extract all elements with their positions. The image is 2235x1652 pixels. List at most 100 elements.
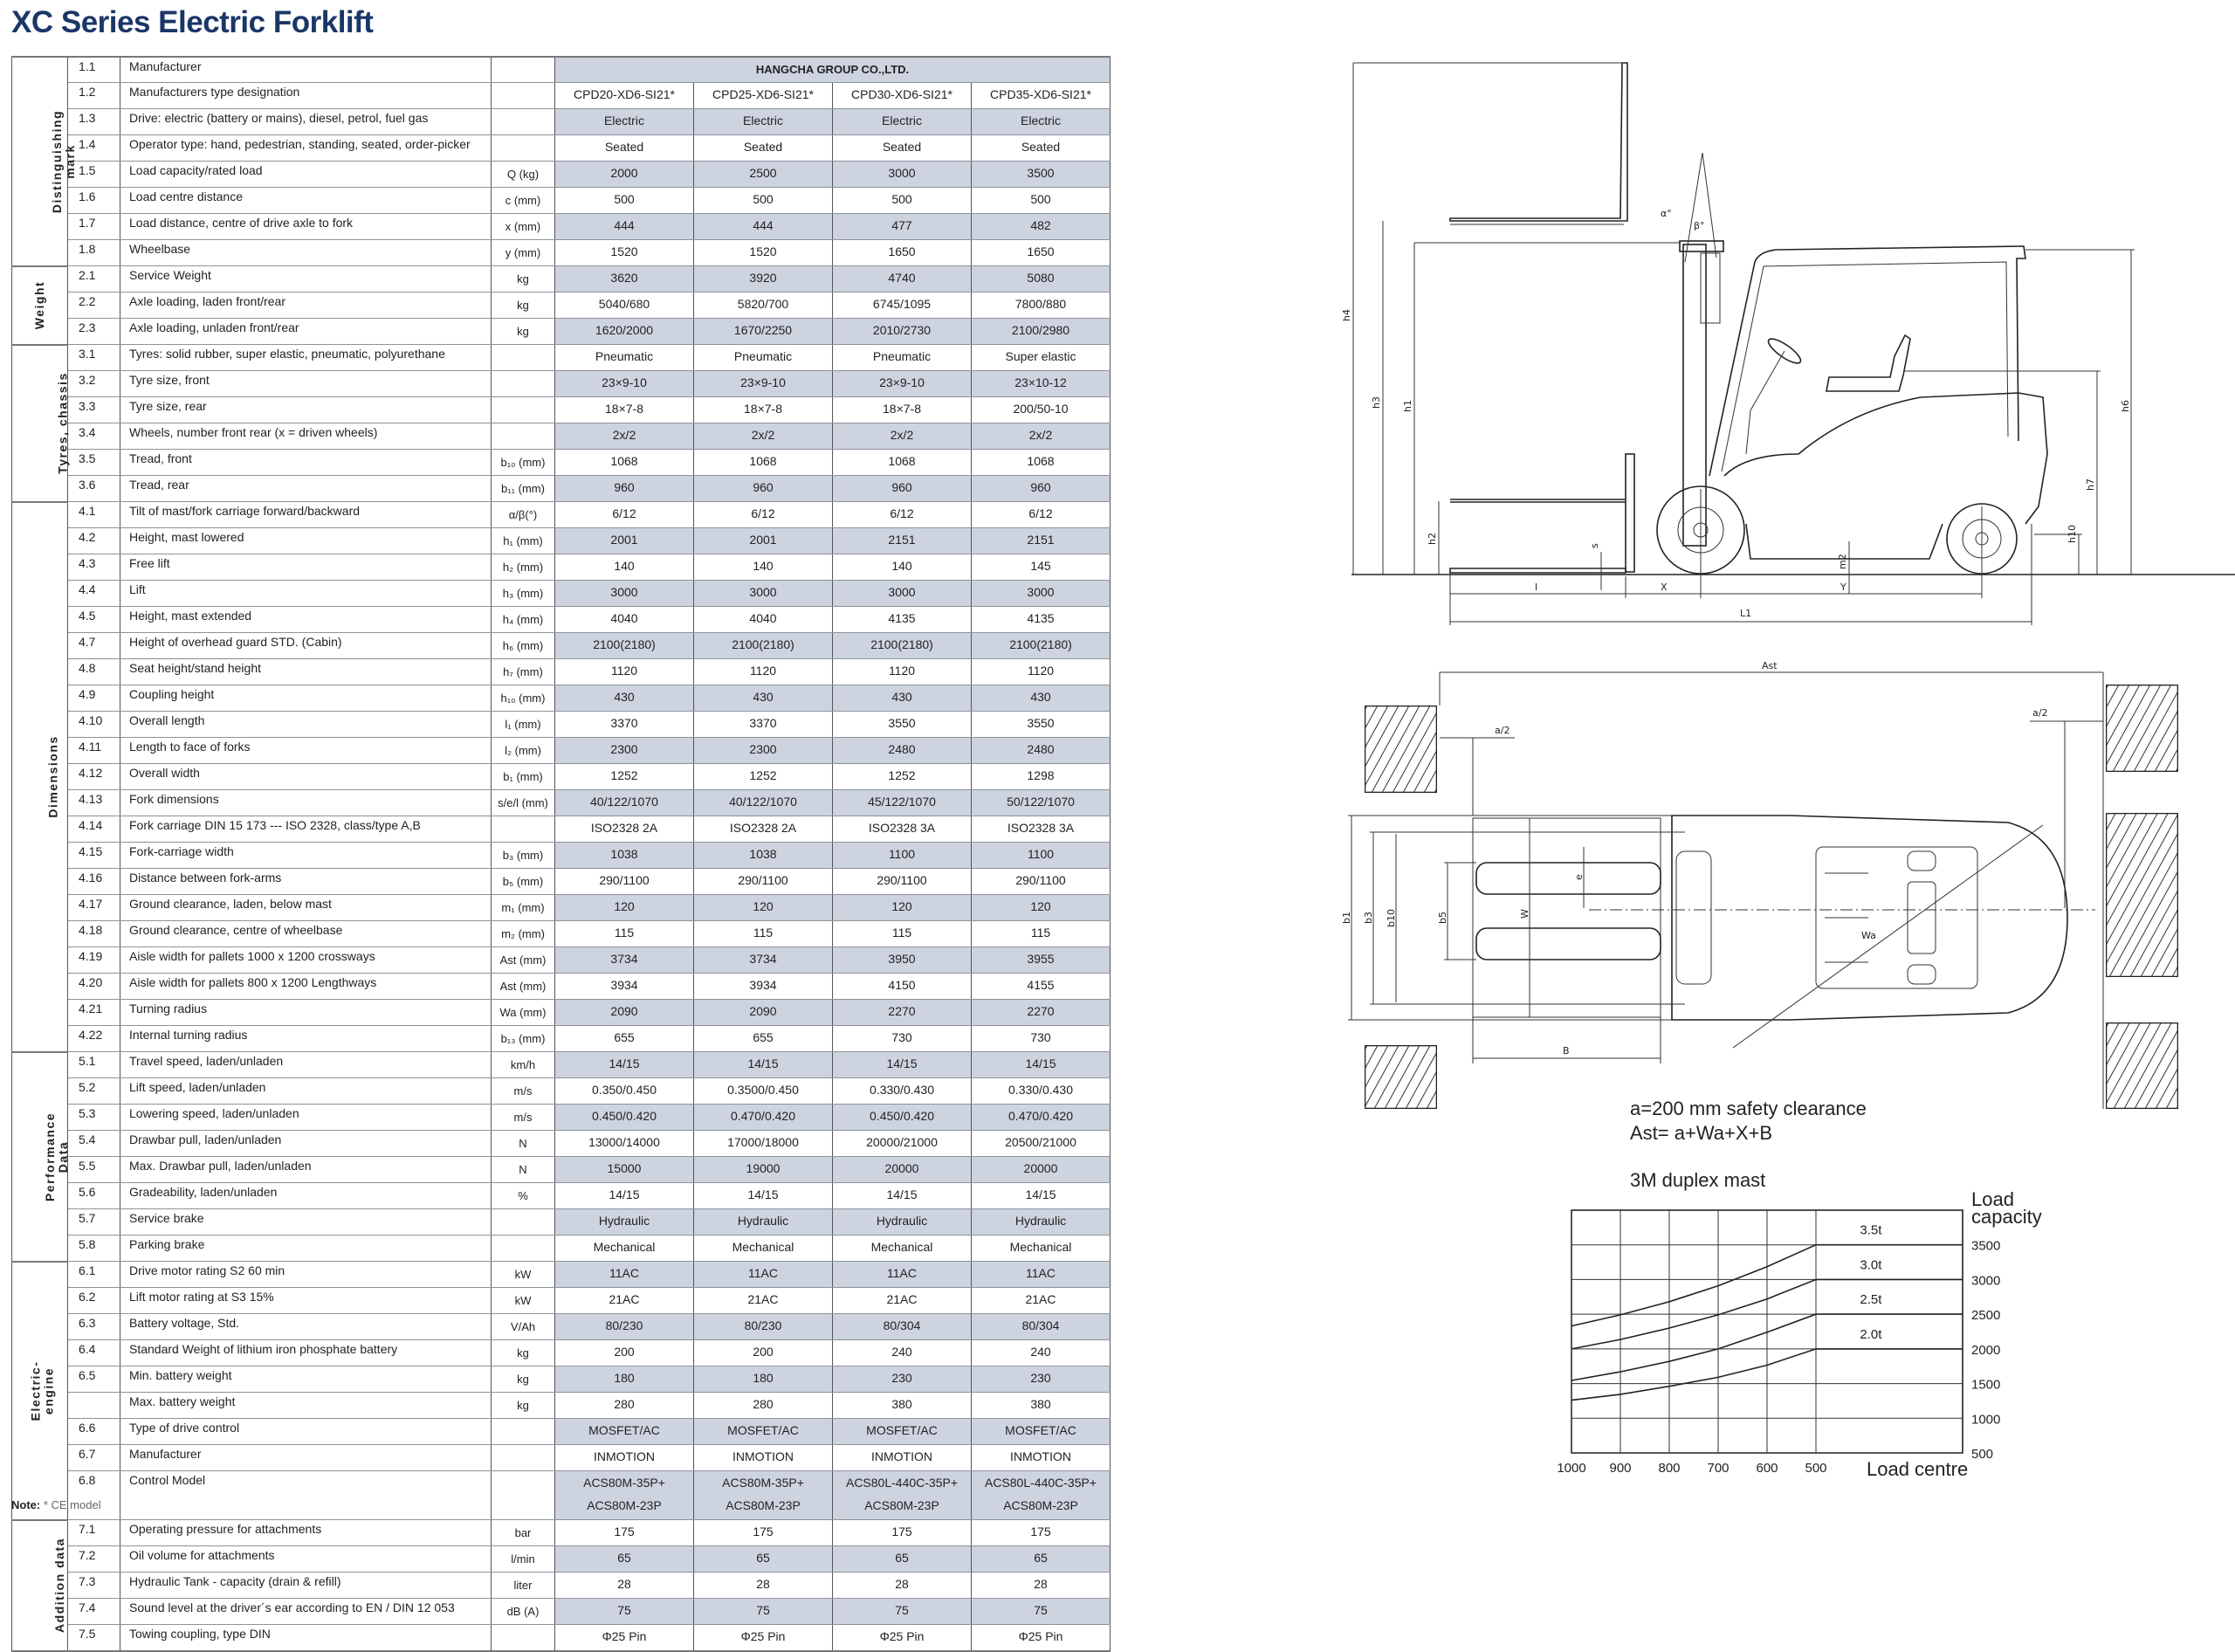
- s-label: s: [1589, 543, 1600, 548]
- spec-value: 175: [555, 1520, 694, 1546]
- x-tick-label: 500: [1805, 1461, 1826, 1476]
- hatched-rack: [2019, 1022, 2235, 1109]
- section-label-cell: Addition data: [12, 1520, 68, 1652]
- spec-value: 65: [972, 1546, 1111, 1573]
- spec-value: Φ25 Pin: [972, 1625, 1111, 1652]
- technical-drawings: α° β° h4 h3 h1 h2 s h6 h7: [0, 0, 2235, 1517]
- fork-right: [1476, 928, 1661, 960]
- y-tick-label: 3000: [1971, 1273, 2000, 1288]
- hatched-rack: [1301, 1045, 1535, 1109]
- row-unit: l/min: [492, 1546, 555, 1573]
- row-description: Operating pressure for attachments: [120, 1520, 492, 1546]
- hatched-rack: [1277, 706, 1566, 793]
- h3-label: h3: [1371, 396, 1382, 409]
- lowered-fork: [1450, 568, 1626, 573]
- ast-label: Ast: [1762, 660, 1778, 671]
- row-number: 7.2: [68, 1546, 120, 1573]
- turning-radius-line: [1733, 825, 2043, 1048]
- spec-value: 28: [972, 1573, 1111, 1599]
- truck-body-top: [1672, 816, 2067, 1020]
- side-view-drawing: α° β° h4 h3 h1 h2 s h6 h7: [1341, 63, 2235, 625]
- series-label: 2.5t: [1860, 1292, 1882, 1307]
- x-tick-label: 700: [1707, 1461, 1729, 1476]
- spec-value: 28: [694, 1573, 833, 1599]
- row-number: 7.5: [68, 1625, 120, 1652]
- safety-clearance-text: a=200 mm safety clearance: [1630, 1098, 1867, 1119]
- y-label: Y: [1840, 582, 1846, 593]
- b1-label: b1: [1341, 912, 1352, 924]
- hatched-rack: [2018, 685, 2235, 772]
- b3-label: b3: [1363, 912, 1374, 924]
- x-tick-label: 1000: [1557, 1461, 1585, 1476]
- x-tick-label: 900: [1609, 1461, 1631, 1476]
- y-tick-label: 1500: [1971, 1378, 2000, 1393]
- row-unit: liter: [492, 1573, 555, 1599]
- row-description: Oil volume for attachments: [120, 1546, 492, 1573]
- chart-title: 3M duplex mast: [1630, 1169, 1765, 1191]
- spec-value: 75: [833, 1599, 972, 1625]
- row-unit: dB (A): [492, 1599, 555, 1625]
- seat: [1826, 335, 1910, 391]
- a2-left-label: a/2: [1495, 725, 1509, 736]
- spec-value: 75: [694, 1599, 833, 1625]
- spec-value: 28: [833, 1573, 972, 1599]
- hatched-rack: [1942, 813, 2235, 977]
- spec-value: 175: [694, 1520, 833, 1546]
- h1-label: h1: [1402, 400, 1413, 412]
- ast-formula-text: Ast= a+Wa+X+B: [1630, 1122, 1772, 1144]
- spec-value: 65: [833, 1546, 972, 1573]
- l-label: l: [1535, 582, 1537, 593]
- series-label: 2.0t: [1860, 1327, 1882, 1342]
- l1-label: L1: [1740, 608, 1751, 619]
- row-description: Hydraulic Tank - capacity (drain & refil…: [120, 1573, 492, 1599]
- spec-value: Φ25 Pin: [833, 1625, 972, 1652]
- mast: [1683, 244, 1706, 546]
- y-tick-label: 500: [1971, 1447, 1993, 1462]
- spec-value: 65: [555, 1546, 694, 1573]
- e-label: e: [1573, 874, 1585, 880]
- h10-label: h10: [2067, 525, 2078, 543]
- y-tick-label: 1000: [1971, 1412, 2000, 1427]
- x-label: X: [1661, 582, 1668, 593]
- spec-value: Φ25 Pin: [694, 1625, 833, 1652]
- wa-label: Wa: [1861, 930, 1876, 941]
- spec-value: 175: [833, 1520, 972, 1546]
- pallet-racks: [1277, 685, 2235, 1109]
- chassis: [1746, 524, 1943, 559]
- row-number: 7.3: [68, 1573, 120, 1599]
- x-axis-label: Load centre: [1867, 1458, 1968, 1480]
- spec-value: 75: [555, 1599, 694, 1625]
- row-number: 7.1: [68, 1520, 120, 1546]
- raised-fork: [1450, 63, 1627, 221]
- y-tick-label: 2000: [1971, 1343, 2000, 1358]
- x-tick-label: 600: [1756, 1461, 1778, 1476]
- h7-label: h7: [2085, 478, 2096, 491]
- alpha-label: α°: [1661, 208, 1672, 219]
- section-label: Addition data: [53, 1538, 66, 1633]
- body-outline: [1724, 393, 2047, 524]
- top-view-drawing: Ast a/2 a/2 Wa b1 b3 b10 b5 W e B: [1277, 660, 2235, 1109]
- spec-value: 175: [972, 1520, 1111, 1546]
- row-number: 7.4: [68, 1599, 120, 1625]
- y-tick-label: 2500: [1971, 1308, 2000, 1323]
- beta-label: β°: [1694, 220, 1705, 231]
- spec-value: 65: [694, 1546, 833, 1573]
- b-label: B: [1563, 1045, 1570, 1057]
- tilt-angle-lines: [1685, 153, 1716, 262]
- h2-label: h2: [1427, 533, 1438, 545]
- row-unit: [492, 1625, 555, 1652]
- spec-value: 75: [972, 1599, 1111, 1625]
- row-description: Sound level at the driver´s ear accordin…: [120, 1599, 492, 1625]
- w-label: W: [1519, 909, 1530, 919]
- free-lift-fork: [1450, 499, 1626, 502]
- series-label: 3.0t: [1860, 1257, 1882, 1272]
- b5-label: b5: [1437, 912, 1448, 924]
- a2-right-label: a/2: [2032, 707, 2047, 719]
- load-pallet: [1473, 818, 1661, 1017]
